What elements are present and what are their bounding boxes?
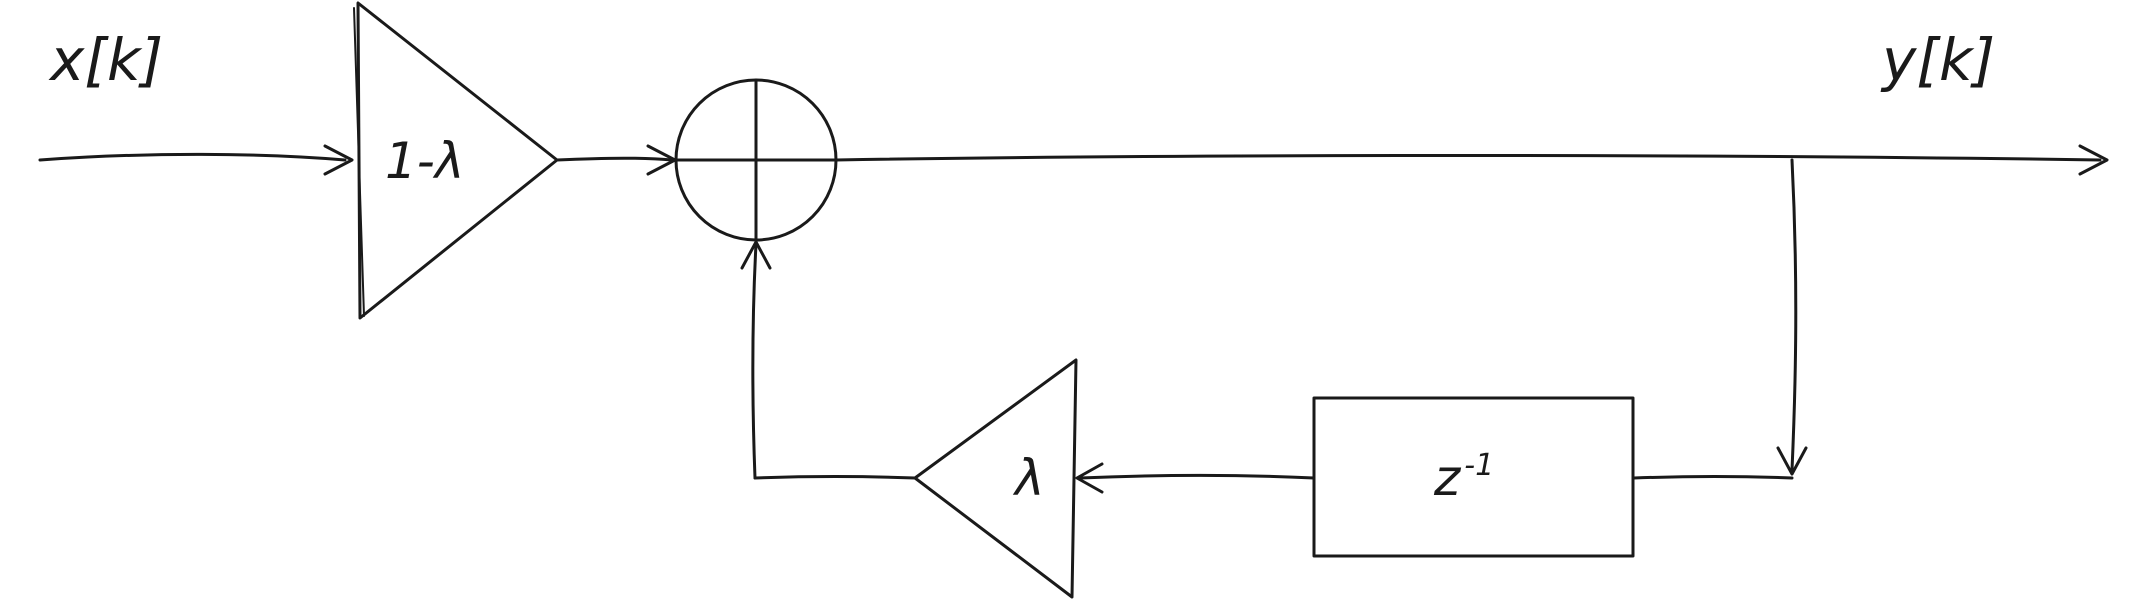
feedback-return-wire-horizontal (753, 475, 917, 480)
forward-gain-triangle-sketch (353, 7, 365, 317)
feedback-return-wire-vertical (751, 242, 758, 480)
input-signal-label: x[k] (48, 26, 163, 94)
forward-gain-label: 1-λ (385, 132, 464, 190)
sum-feedback-arrowhead (740, 240, 772, 270)
tap-to-delay-wire (1632, 475, 1794, 480)
output-wire (834, 154, 2102, 162)
input-wire (38, 152, 347, 162)
feedback-tap-arrowhead (1776, 446, 1808, 476)
gain-to-sum-wire (555, 156, 674, 162)
delay-exponent: -1 (1464, 448, 1494, 483)
delay-block (1312, 396, 1635, 558)
delay-to-gain-wire (1078, 473, 1316, 480)
feedback-gain-input-arrowhead (1075, 462, 1104, 494)
delay-base: z (1433, 449, 1462, 507)
input-arrowhead (323, 144, 354, 176)
output-arrowhead (2078, 144, 2109, 176)
output-signal-label: y[k] (1880, 26, 1995, 94)
delay-label: z-1 (1433, 448, 1494, 507)
feedback-tap-wire (1790, 158, 1798, 472)
feedback-gain-triangle (913, 358, 1078, 599)
feedback-gain-label: λ (1012, 449, 1045, 507)
